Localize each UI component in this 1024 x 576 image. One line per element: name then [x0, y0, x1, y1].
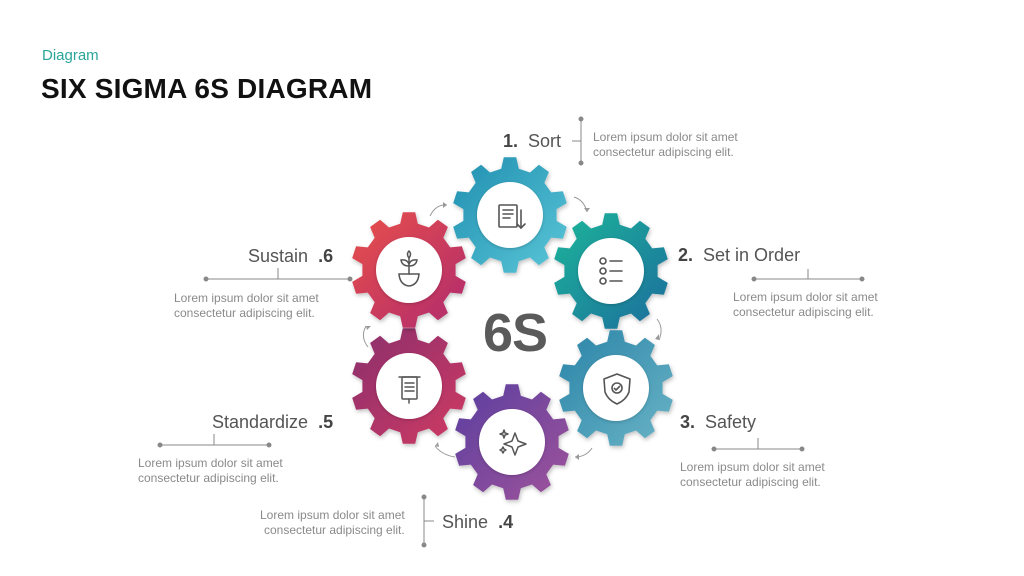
step-number: .6: [318, 246, 334, 266]
gear-shine: [455, 384, 569, 500]
step-title: Set in Order: [703, 245, 801, 265]
step-title: Sustain: [248, 246, 309, 266]
desc-line: Lorem ipsum dolor sit amet: [138, 456, 283, 470]
step-number: .4: [498, 512, 514, 532]
step-title: Safety: [705, 412, 757, 432]
desc-line: consectetur adipiscing elit.: [593, 145, 734, 159]
step-1-description: Lorem ipsum dolor sit amet consectetur a…: [593, 130, 738, 160]
step-4-label: Shine .4: [442, 512, 513, 533]
step-title: Sort: [528, 131, 562, 151]
desc-line: Lorem ipsum dolor sit amet: [260, 508, 405, 522]
document-icon: [398, 376, 421, 404]
center-label: 6S: [482, 303, 548, 363]
step-2-description: Lorem ipsum dolor sit amet consectetur a…: [733, 290, 878, 320]
gear-safety: [559, 330, 673, 446]
step-4-description: Lorem ipsum dolor sit amet consectetur a…: [260, 508, 405, 538]
step-2-label: 2. Set in Order: [678, 245, 800, 266]
step-number: 1.: [503, 131, 519, 151]
desc-line: Lorem ipsum dolor sit amet: [680, 460, 825, 474]
step-title: Shine: [442, 512, 489, 532]
desc-line: consectetur adipiscing elit.: [174, 306, 315, 320]
desc-line: Lorem ipsum dolor sit amet: [733, 290, 878, 304]
sparkle-icon: [499, 429, 527, 456]
slide-subtitle: Diagram: [42, 47, 99, 64]
shield-icon: [603, 373, 631, 405]
desc-line: consectetur adipiscing elit.: [138, 471, 279, 485]
step-1-label: 1. Sort: [503, 131, 561, 152]
desc-line: consectetur adipiscing elit.: [680, 475, 821, 489]
arrow-connector: [656, 318, 662, 341]
step-3-label: 3. Safety: [680, 412, 756, 433]
step-number: 2.: [678, 245, 694, 265]
step-3-description: Lorem ipsum dolor sit amet consectetur a…: [680, 460, 825, 490]
step-number: 3.: [680, 412, 696, 432]
checklist-icon: [599, 257, 623, 285]
slide-title: SIX SIGMA 6S DIAGRAM: [41, 73, 373, 104]
step-5-description: Lorem ipsum dolor sit amet consectetur a…: [138, 456, 283, 486]
step-6-label: Sustain .6: [248, 246, 333, 267]
gear-sort: [453, 157, 567, 273]
desc-line: Lorem ipsum dolor sit amet: [593, 130, 738, 144]
arrow-connector: [573, 196, 588, 213]
arrow-connector: [362, 325, 369, 348]
step-title: Standardize: [212, 412, 309, 432]
step-5-label: Standardize .5: [212, 412, 333, 433]
list-icon: [498, 204, 526, 230]
plant-icon: [398, 249, 420, 287]
desc-line: consectetur adipiscing elit.: [733, 305, 874, 319]
gear-standardize: [352, 328, 466, 444]
arrow-connector: [434, 445, 456, 458]
desc-line: consectetur adipiscing elit.: [263, 523, 405, 537]
step-number: .5: [318, 412, 334, 432]
step-6-description: Lorem ipsum dolor sit amet consectetur a…: [174, 291, 319, 321]
desc-line: Lorem ipsum dolor sit amet: [174, 291, 319, 305]
